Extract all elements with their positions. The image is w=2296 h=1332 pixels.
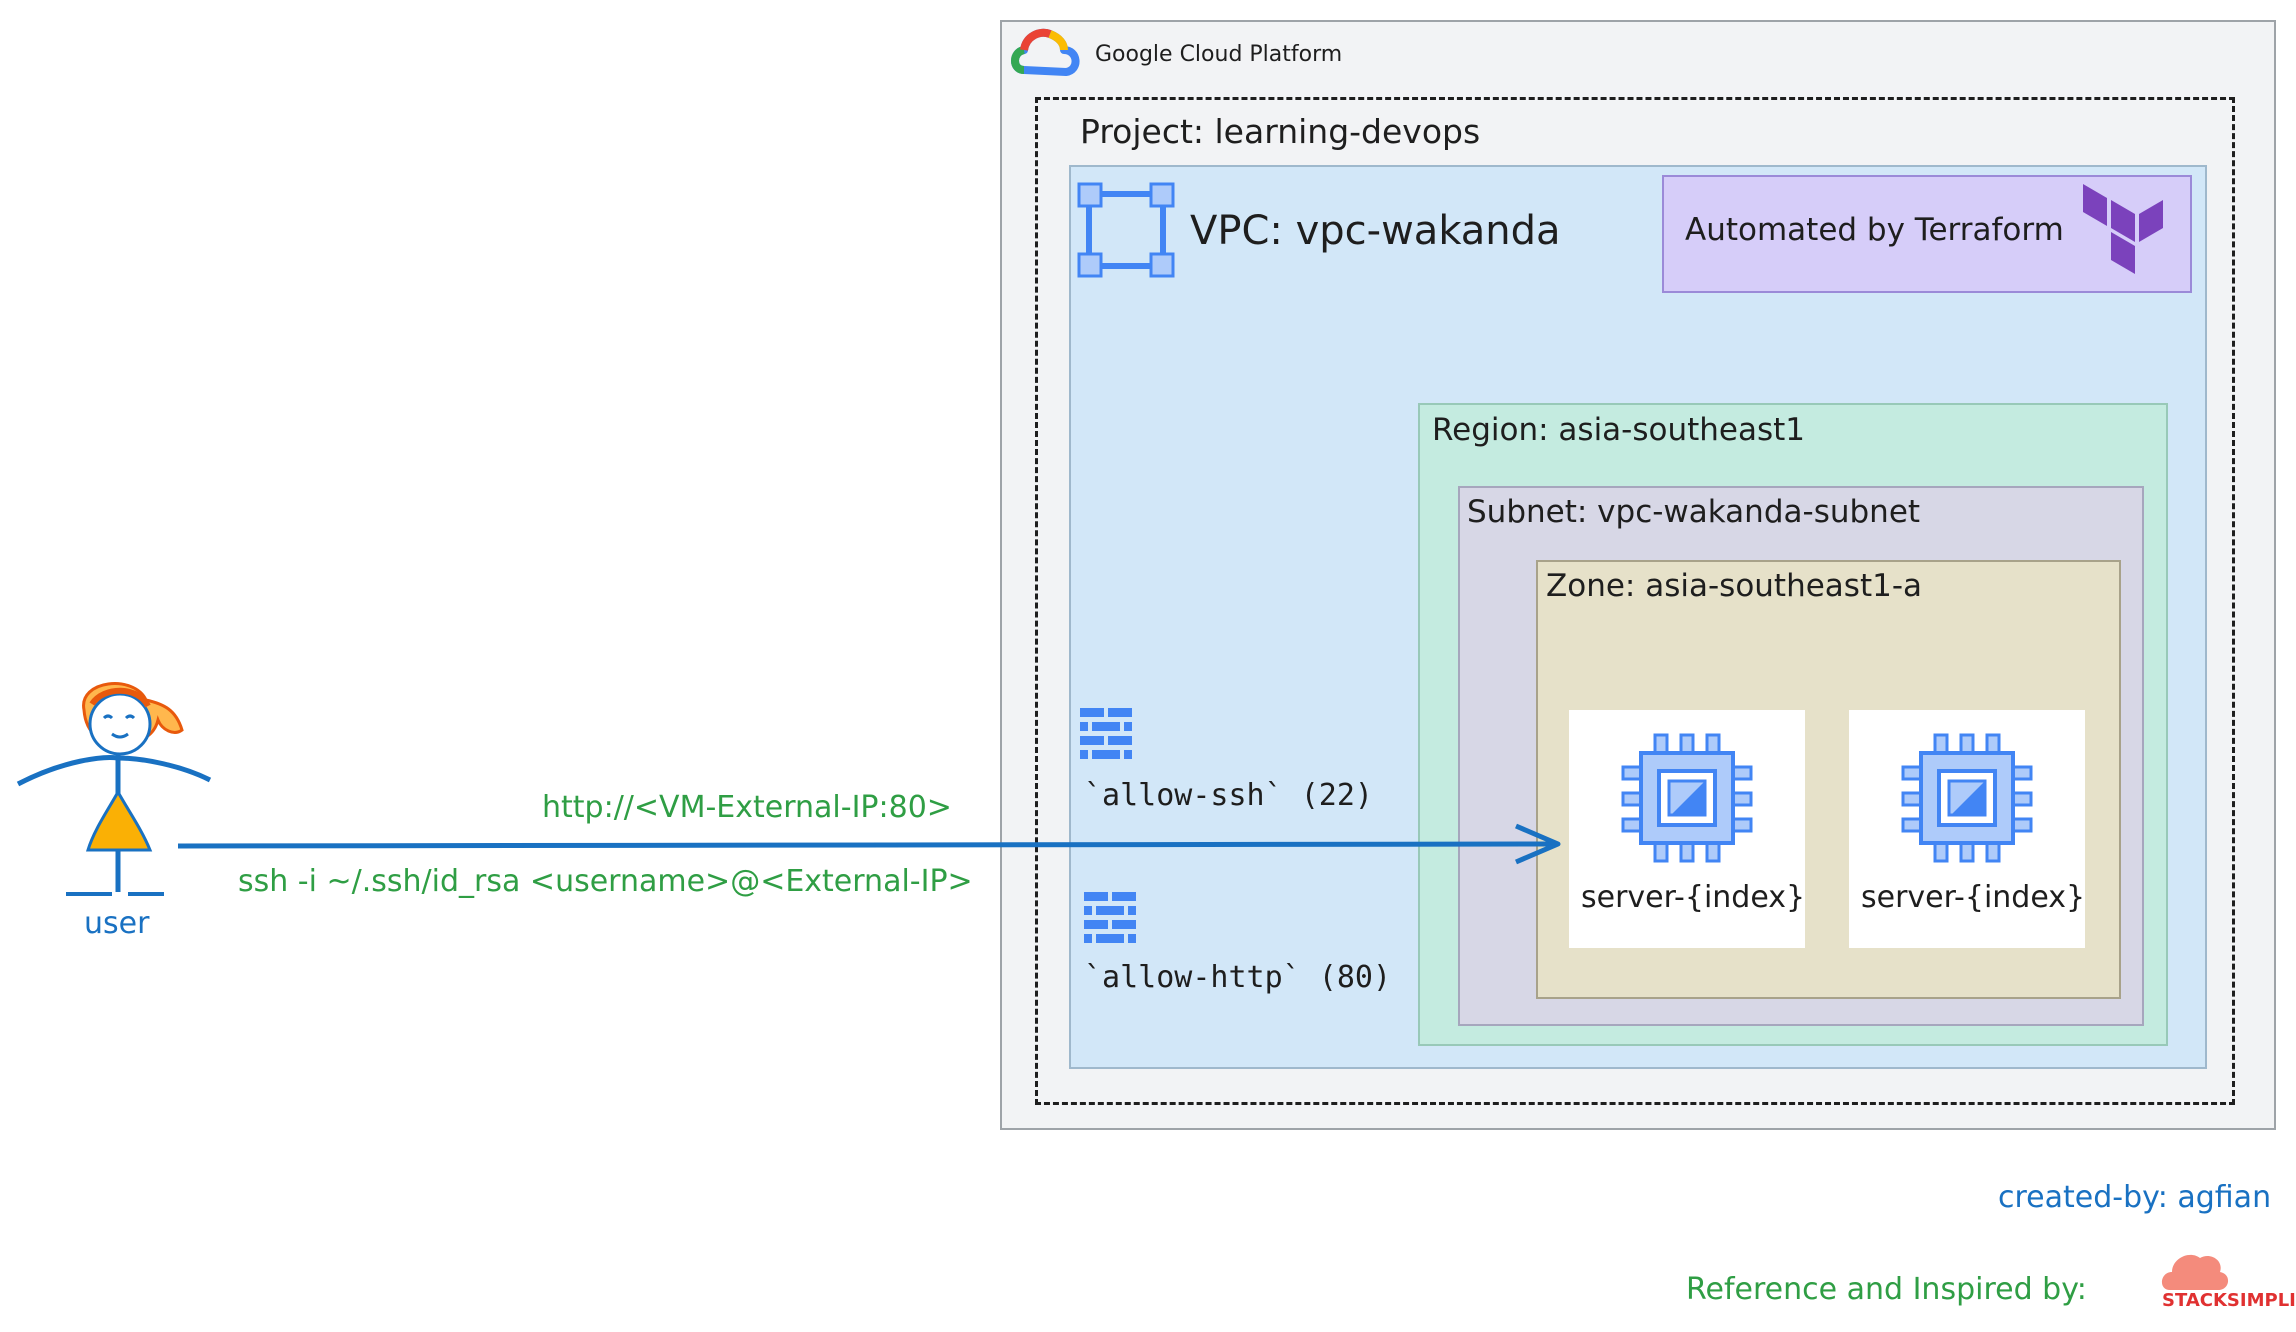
connection-arrow <box>177 823 1561 865</box>
project-title: Project: learning-devops <box>1080 112 1481 151</box>
firewall-label-http: `allow-http` (80) <box>1084 960 1392 995</box>
vpc-title: VPC: vpc-wakanda <box>1190 208 1561 254</box>
vpc-network-icon <box>1077 182 1175 278</box>
google-cloud-icon <box>1011 28 1080 76</box>
region-title: Region: asia-southeast1 <box>1432 412 1806 448</box>
ssh-connection-label: ssh -i ~/.ssh/id_rsa <username>@<Externa… <box>238 864 973 899</box>
zone-title: Zone: asia-southeast1-a <box>1546 568 1923 604</box>
firewall-label-ssh: `allow-ssh` (22) <box>1084 778 1373 813</box>
subnet-title: Subnet: vpc-wakanda-subnet <box>1467 494 1921 530</box>
compute-engine-icon <box>1901 733 2033 863</box>
firewall-icon <box>1080 708 1132 759</box>
stacksimplify-logo-text: STACKSIMPLIFY <box>2162 1290 2296 1311</box>
user-label: user <box>84 906 150 941</box>
reference-label: Reference and Inspired by: <box>1686 1272 2087 1307</box>
compute-engine-icon <box>1621 733 1753 863</box>
firewall-icon <box>1084 892 1136 943</box>
http-connection-label: http://<VM-External-IP:80> <box>542 790 952 825</box>
stacksimplify-cloud-icon <box>2161 1254 2229 1290</box>
user-stick-figure <box>16 682 212 896</box>
created-by-label: created-by: agfian <box>1998 1180 2272 1215</box>
gcp-title: Google Cloud Platform <box>1095 42 1343 67</box>
project-container <box>1035 97 2235 1105</box>
server-label: server-{index} <box>1581 880 1806 915</box>
server-label: server-{index} <box>1861 880 2086 915</box>
terraform-label: Automated by Terraform <box>1685 212 2064 248</box>
terraform-box <box>1662 175 2192 293</box>
terraform-logo-icon <box>2083 184 2163 274</box>
